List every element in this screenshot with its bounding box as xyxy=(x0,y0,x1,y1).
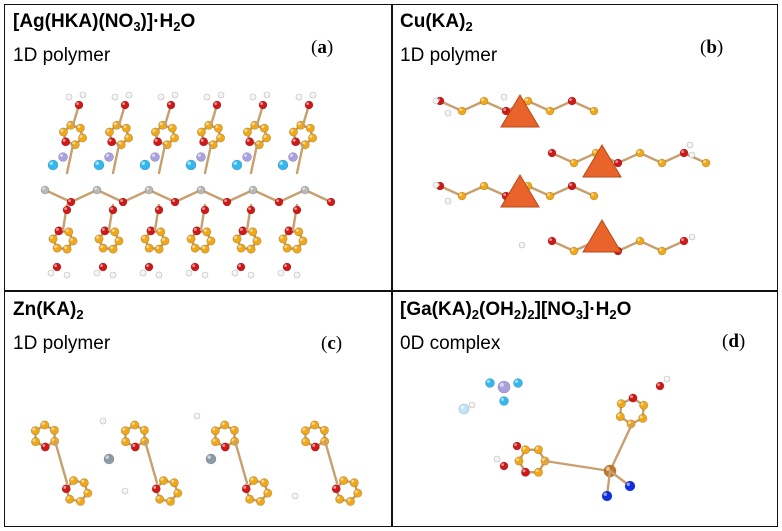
panel-b-label: (b) xyxy=(700,37,724,58)
panel-a-label: (a) xyxy=(311,37,334,58)
panel-c-subtitle: 1D polymer xyxy=(13,333,111,354)
panel-a-title: [Ag(HKA)(NO3)]·H2O xyxy=(13,11,196,34)
panel-c: Zn(KA)2 1D polymer (c) xyxy=(5,291,391,527)
panel-a: [Ag(HKA)(NO3)]·H2O 1D polymer (a) xyxy=(5,5,391,290)
figure-grid: [Ag(HKA)(NO3)]·H2O 1D polymer (a) Cu(KA)… xyxy=(4,4,778,527)
panel-c-title: Zn(KA)2 xyxy=(13,299,84,322)
structure-c-image xyxy=(30,412,363,506)
panel-d-label: (d) xyxy=(722,331,746,352)
vertical-divider xyxy=(391,5,393,526)
horizontal-divider xyxy=(5,290,777,292)
panel-b: Cu(KA)2 1D polymer (b) xyxy=(392,5,778,290)
structure-d-image xyxy=(458,375,671,502)
panel-a-subtitle: 1D polymer xyxy=(13,45,111,66)
panel-b-subtitle: 1D polymer xyxy=(400,45,498,66)
panel-d-subtitle: 0D complex xyxy=(400,333,501,354)
panel-c-label: (c) xyxy=(321,333,343,354)
panel-b-title: Cu(KA)2 xyxy=(400,11,473,34)
panel-d-title: [Ga(KA)2(OH2)2][NO3]·H2O xyxy=(400,299,632,322)
panel-d: [Ga(KA)2(OH2)2][NO3]·H2O 0D complex (d) xyxy=(392,291,778,527)
structure-a-image xyxy=(40,91,336,279)
structure-b-image xyxy=(432,93,711,256)
